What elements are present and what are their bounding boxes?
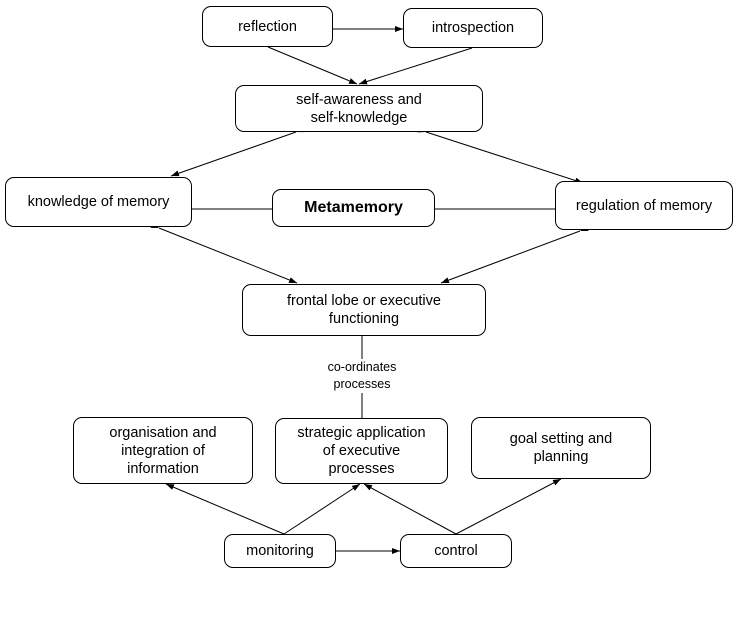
coordinates-processes-label: co-ordinates processes (300, 359, 424, 393)
goal-setting-node: goal setting and planning (471, 417, 651, 479)
frontal-lobe-node: frontal lobe or executive functioning (242, 284, 486, 336)
control-node: control (400, 534, 512, 568)
knowledge-of-memory-node: knowledge of memory (5, 177, 192, 227)
edge-regulation-frontal-lobe (440, 225, 589, 284)
metamemory-node: Metamemory (272, 189, 435, 227)
edge-introspection-to-self-awareness (358, 47, 473, 85)
regulation-of-memory-node: regulation of memory (555, 181, 733, 230)
reflection-node: reflection (202, 6, 333, 47)
edge-control-to-strategic (363, 483, 457, 535)
strategic-application-node: strategic application of executive proce… (275, 418, 448, 484)
introspection-node: introspection (403, 8, 543, 48)
edge-self-awareness-knowledge-of-memory (170, 126, 305, 177)
edge-monitoring-to-organisation (165, 483, 285, 535)
edge-reflection-to-self-awareness (267, 46, 358, 85)
organisation-node: organisation and integration of informat… (73, 417, 253, 484)
edge-knowledge-frontal-lobe (150, 222, 298, 284)
monitoring-node: monitoring (224, 534, 336, 568)
self-awareness-node: self-awareness and self-knowledge (235, 85, 483, 132)
edge-self-awareness-regulation-of-memory (417, 126, 584, 184)
edge-monitoring-to-strategic (283, 483, 361, 535)
edge-control-to-goal-setting (455, 478, 562, 535)
